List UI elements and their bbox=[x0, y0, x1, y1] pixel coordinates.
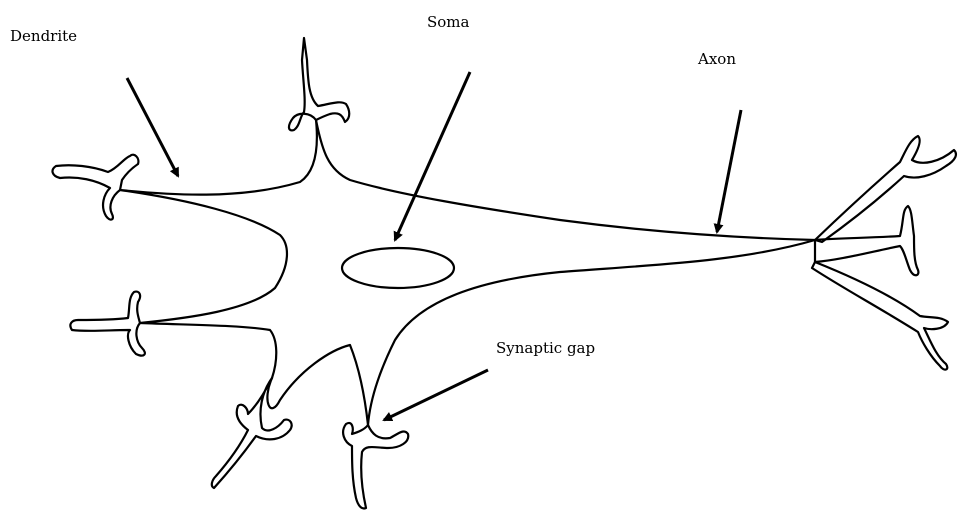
soma-arrow bbox=[395, 72, 470, 240]
synaptic-gap-arrow bbox=[384, 370, 488, 420]
axon-arrow bbox=[717, 110, 741, 232]
axon-terminal-middle bbox=[815, 206, 918, 275]
synaptic-gap-label: Synaptic gap bbox=[496, 339, 595, 357]
dendrite-label: Dendrite bbox=[10, 27, 77, 45]
dendrite-terminal-bottom-left bbox=[212, 378, 292, 488]
soma-label: Soma bbox=[427, 13, 469, 31]
axon-label: Axon bbox=[698, 50, 736, 68]
nucleus bbox=[342, 248, 454, 288]
axon-terminal-bottom bbox=[812, 262, 948, 370]
dendrite-terminal-left-lower bbox=[70, 292, 144, 356]
dendrite-arrow bbox=[127, 78, 178, 176]
dendrite-terminal-left-upper bbox=[53, 155, 139, 220]
axon-terminal-top bbox=[815, 136, 956, 242]
dendrite-terminal-top bbox=[289, 38, 349, 130]
dendrite-terminal-bottom bbox=[343, 423, 408, 509]
